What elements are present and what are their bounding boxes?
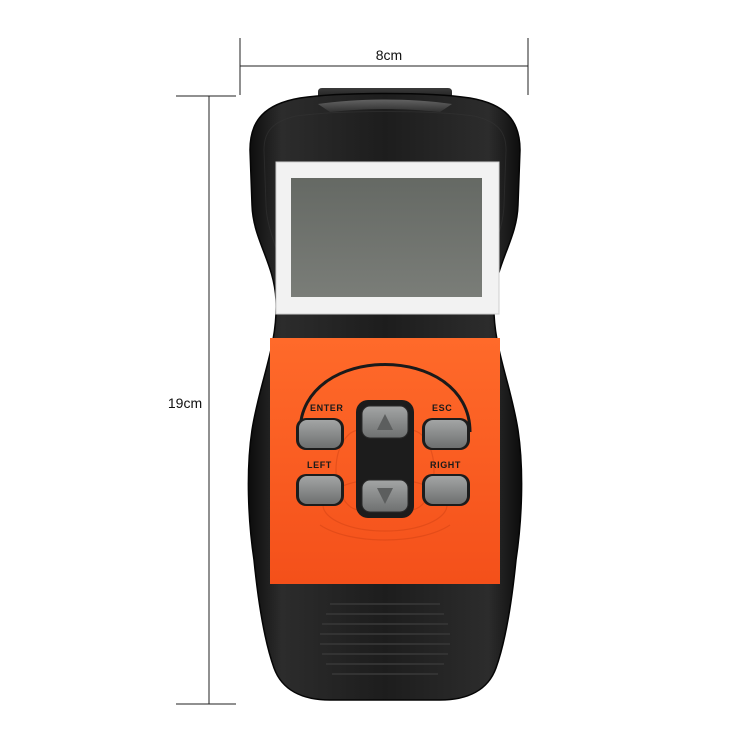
left-key-label: LEFT bbox=[307, 460, 332, 470]
down-arrow-icon bbox=[377, 488, 393, 504]
width-dimension-line bbox=[239, 38, 529, 95]
height-dimension-line bbox=[176, 95, 236, 705]
up-arrow-icon bbox=[377, 414, 393, 430]
right-button[interactable] bbox=[422, 474, 470, 506]
keypad-arc bbox=[298, 363, 472, 433]
left-button[interactable] bbox=[296, 474, 344, 506]
top-sheen bbox=[318, 99, 452, 112]
lcd-screen bbox=[291, 178, 482, 297]
grip-ridges bbox=[320, 603, 450, 675]
esc-key-label: ESC bbox=[432, 403, 452, 413]
width-dimension-label: 8cm bbox=[375, 47, 403, 63]
esc-button[interactable] bbox=[422, 418, 470, 450]
up-button[interactable] bbox=[361, 405, 409, 439]
enter-key-label: ENTER bbox=[310, 403, 344, 413]
down-button[interactable] bbox=[361, 479, 409, 513]
right-key-label: RIGHT bbox=[430, 460, 461, 470]
enter-button[interactable] bbox=[296, 418, 344, 450]
height-dimension-label: 19cm bbox=[167, 395, 203, 411]
